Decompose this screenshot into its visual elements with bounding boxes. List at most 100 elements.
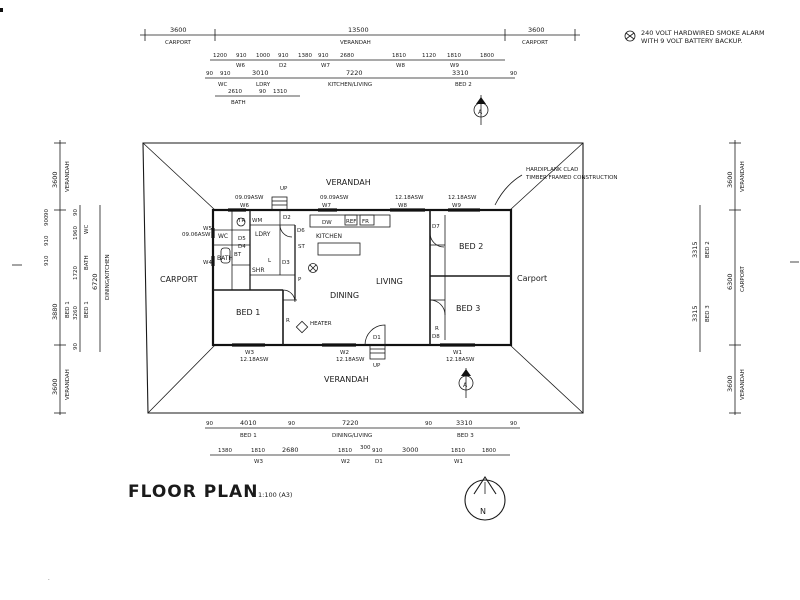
dim-text: 910 [44,235,50,246]
note-line: TIMBER FRAMED CONSTRUCTION [525,175,618,181]
left-dimensions: 3600 VERANDAH 3880 BED 1 3600 VERANDAH 9… [44,140,111,415]
dim-text: 7220 [346,69,363,77]
room-label-heater: HEATER [310,321,332,327]
window-tag: W9 [452,203,461,209]
door-tag: D7 [432,224,440,230]
dim-label: CARPORT [740,266,746,292]
dim-text: 90 [425,421,432,427]
window-tag: W7 [322,203,331,209]
dim-text: 3310 [452,69,469,77]
window-tag: W1 [453,350,462,356]
section-marker-bottom: A [458,368,474,398]
window-tag: W2 [340,350,349,356]
fixture-tags: TR WM BT ST DW REF FR P R R L UP UP [234,186,439,369]
dim-text: 90 [73,343,79,350]
fixture-tag: UP [373,363,381,369]
room-label-bed3: BED 3 [456,304,480,313]
dim-text: 3600 [726,375,734,392]
window-tag: W6 [240,203,249,209]
dim-label: WC [84,225,90,234]
door-tag: D4 [238,244,246,250]
dim-text: 1960 [73,226,79,240]
room-label-wc: WC [218,233,228,240]
north-label: N [480,507,486,516]
dim-text: 2680 [282,446,299,454]
dim-label: CARPORT [165,40,191,46]
dim-label: WC [218,82,227,88]
fixture-tag: L [268,258,272,264]
fixture-tag: DW [322,220,332,226]
page-mark [0,8,3,12]
dim-text: 1380 [218,448,232,454]
dim-label: VERANDAH [65,369,71,400]
dim-text: 910 [44,255,50,266]
dim-label: W7 [321,63,330,69]
dim-text: 3600 [51,378,59,395]
room-label-verandah-bottom: VERANDAH [324,375,369,384]
top-dimensions: 3600 CARPORT 13500 VERANDAH 3600 CARPORT… [140,26,580,106]
dim-text: 3010 [252,69,269,77]
dim-text: 1380 [298,53,312,59]
dim-label: W2 [341,459,350,465]
window-size: 09.06ASW [182,232,211,238]
room-label-living: LIVING [376,277,403,286]
dim-label: BED 3 [457,433,474,439]
dim-text: 910 [236,53,247,59]
window-tag: W3 [245,350,254,356]
dim-label: D2 [279,63,287,69]
window-tag: W8 [398,203,407,209]
window-tag: W4 [203,260,212,266]
dim-text: 1810 [338,448,352,454]
stairs-bottom [369,344,386,360]
dim-text: 90 [288,421,295,427]
dim-label: LDRY [256,82,271,88]
room-label-ldry: LDRY [255,231,271,238]
dim-text: 1810 [392,53,406,59]
dim-text: 1000 [256,53,270,59]
dim-text: 1120 [422,53,436,59]
dim-text: 910 [220,71,231,77]
room-label-bed2: BED 2 [459,242,483,251]
dim-label: CARPORT [522,40,548,46]
section-marker-top: A [473,95,489,125]
dim-label: BED 3 [705,305,711,322]
dim-text: 1800 [480,53,494,59]
dim-text: 7220 [342,419,359,427]
dim-text: 1810 [447,53,461,59]
fixture-tag: R [286,318,290,324]
door-tag: D5 [238,236,246,242]
dim-text: 3315 [691,305,699,322]
window-size: 12.18ASW [448,195,477,201]
room-label-kitchen: KITCHEN [316,233,342,240]
dim-label: W6 [236,63,245,69]
door-tag: D2 [283,215,291,221]
cladding-note: HARDIPLANK CLAD TIMBER FRAMED CONSTRUCTI… [494,167,618,206]
fixture-tag: UP [280,186,288,192]
dim-text: 1810 [251,448,265,454]
dim-text: 3880 [51,303,59,320]
dim-label: D1 [375,459,383,465]
dim-text: 1800 [482,448,496,454]
window-size: 12.18ASW [240,357,269,363]
dim-label: BED 1 [84,301,90,318]
dim-text: 90 [510,421,517,427]
section-label: A [463,382,468,389]
room-label-shr: SHR [252,267,265,274]
room-label-carport-right: Carport [517,274,547,283]
door-tag: D1 [373,335,381,341]
legend-line-1: 240 VOLT HARDWIRED SMOKE ALARM [641,29,765,37]
room-label-bed1: BED 1 [236,308,260,317]
north-arrow-icon: N [464,475,506,521]
dim-text: 90 [206,71,213,77]
dim-label: W9 [450,63,459,69]
window-door-tags: W6 W7 W8 W9 W5 W4 W3 W2 W1 D7 D8 D4 D5 D… [182,195,480,363]
dim-text: 90 [73,209,79,216]
window-size: 09.09ASW [320,195,349,201]
fixture-tag: TR [237,218,245,224]
smoke-alarm-icon [624,30,636,42]
dim-text: 90 [510,71,517,77]
fixture-tag: P [298,277,302,283]
window-tag: W5 [203,226,212,232]
verandah-outline [142,142,584,414]
dim-label: VERANDAH [740,369,746,400]
